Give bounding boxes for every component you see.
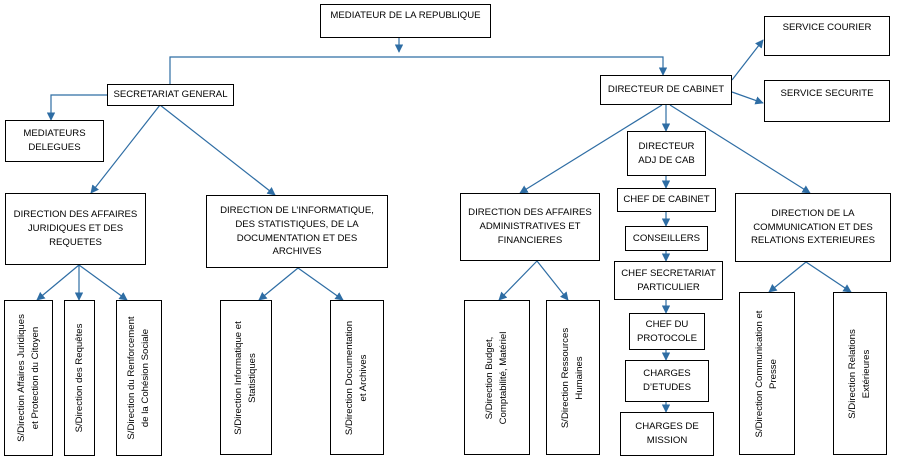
node-chef-cabinet: CHEF DE CABINET — [617, 188, 716, 212]
node-dir-communication: DIRECTION DE LA COMMUNICATION ET DES REL… — [735, 193, 891, 262]
node-dir-informatique: DIRECTION DE L’INFORMATIQUE, DES STATIST… — [206, 195, 388, 268]
node-sd-informatique: S/Direction Informatique et Statistiques — [220, 300, 272, 455]
node-sd-requetes-label: S/Direction des Requêtes — [73, 323, 85, 433]
node-dir-affaires-juridiques: DIRECTION DES AFFAIRES JURIDIQUES ET DES… — [5, 193, 146, 265]
node-directeur-adj: DIRECTEUR ADJ DE CAB — [627, 131, 706, 176]
node-sd-cohesion-label: S/Direction du Renforcement de la Cohési… — [126, 316, 151, 440]
node-secretariat-general-label: SECRETARIAT GENERAL — [113, 89, 228, 101]
connector-sg-to-delegues — [46, 94, 107, 121]
node-dir-affaires-admin-label: DIRECTION DES AFFAIRES ADMINISTRATIVES E… — [468, 207, 592, 246]
node-sd-communication-label: S/Direction Communication et Presse — [754, 310, 779, 437]
connector-cab-to-securite — [731, 91, 764, 105]
node-sd-requetes: S/Direction des Requêtes — [64, 300, 95, 456]
connector-cab-to-dir-comm — [669, 104, 811, 194]
node-mediateur: MEDIATEUR DE LA REPUBLIQUE — [320, 4, 491, 38]
node-sd-relations-label: S/Direction Relations Extérieures — [847, 328, 872, 419]
node-sd-budget: S/Direction Budget, Comptabilité, Matéri… — [464, 300, 530, 455]
connector-jur-to-sd-1 — [36, 264, 80, 301]
node-service-securite: SERVICE SECURITE — [764, 80, 890, 122]
node-charges-etudes-label: CHARGES D’ETUDES — [643, 368, 691, 393]
node-chef-protocole: CHEF DU PROTOCOLE — [629, 313, 705, 350]
connector-comm-to-sd-1 — [768, 261, 807, 293]
node-sd-communication: S/Direction Communication et Presse — [739, 292, 795, 455]
node-dir-communication-label: DIRECTION DE LA COMMUNICATION ET DES REL… — [750, 207, 876, 247]
node-chef-secretariat-label: CHEF SECRETARIAT PARTICULIER — [621, 267, 716, 293]
connector-jur-to-sd-3 — [78, 264, 128, 301]
node-dir-affaires-admin: DIRECTION DES AFFAIRES ADMINISTRATIVES E… — [460, 193, 600, 261]
node-dir-affaires-juridiques-label: DIRECTION DES AFFAIRES JURIDIQUES ET DES… — [13, 209, 138, 248]
connector-cab-to-courier — [731, 39, 764, 81]
node-sd-ressources-label: S/Direction Ressources Humaines — [560, 327, 585, 428]
node-chef-protocole-label: CHEF DU PROTOCOLE — [636, 318, 698, 344]
connector-cab-to-dir-admin — [519, 104, 663, 194]
node-charges-etudes: CHARGES D’ETUDES — [625, 360, 709, 402]
node-mediateurs-delegues-label: MEDIATEURS DELEGUES — [23, 128, 86, 153]
node-directeur-cabinet-label: DIRECTEUR DE CABINET — [607, 84, 725, 96]
node-chef-cabinet-label: CHEF DE CABINET — [623, 194, 710, 206]
node-chef-secretariat: CHEF SECRETARIAT PARTICULIER — [614, 261, 723, 300]
connector-comm-to-sd-2 — [805, 261, 852, 293]
node-dir-informatique-label: DIRECTION DE L’INFORMATIQUE, DES STATIST… — [220, 204, 374, 258]
node-sd-documentation-label: S/Direction Documentation et Archives — [344, 320, 369, 435]
node-mediateur-label: MEDIATEUR DE LA REPUBLIQUE — [330, 10, 481, 21]
node-sd-relations: S/Direction Relations Extérieures — [833, 292, 887, 455]
connector-admin-to-sd-2 — [536, 260, 569, 301]
connector-sg-to-dir-juridiques — [90, 104, 161, 194]
node-sd-ressources: S/Direction Ressources Humaines — [546, 300, 600, 455]
node-service-courier: SERVICE COURIER — [764, 16, 890, 56]
node-sd-documentation: S/Direction Documentation et Archives — [330, 300, 384, 455]
connector-sg-to-dir-informatique — [159, 104, 276, 196]
node-conseillers-label: CONSEILLERS — [632, 232, 701, 244]
node-charges-mission: CHARGES DE MISSION — [620, 412, 714, 456]
connector-admin-to-sd-1 — [498, 260, 538, 301]
node-service-securite-label: SERVICE SECURITE — [780, 88, 874, 99]
node-directeur-adj-label: DIRECTEUR ADJ DE CAB — [638, 140, 695, 166]
node-conseillers: CONSEILLERS — [625, 226, 708, 251]
node-sd-cohesion: S/Direction du Renforcement de la Cohési… — [116, 300, 162, 456]
node-sd-informatique-label: S/Direction Informatique et Statistiques — [233, 320, 258, 435]
node-mediateurs-delegues: MEDIATEURS DELEGUES — [5, 120, 104, 162]
connector-top-bus — [169, 56, 668, 84]
connector-info-to-sd-2 — [297, 267, 344, 301]
node-secretariat-general: SECRETARIAT GENERAL — [107, 84, 234, 106]
connector-info-to-sd-1 — [258, 267, 299, 301]
node-service-courier-label: SERVICE COURIER — [782, 22, 872, 33]
node-sd-affaires-juridiques: S/Direction Affaires Juridiques et Prote… — [4, 300, 53, 456]
node-sd-budget-label: S/Direction Budget, Comptabilité, Matéri… — [484, 331, 509, 424]
node-sd-affaires-juridiques-label: S/Direction Affaires Juridiques et Prote… — [15, 314, 41, 442]
node-directeur-cabinet: DIRECTEUR DE CABINET — [600, 75, 732, 105]
node-charges-mission-label: CHARGES DE MISSION — [635, 421, 699, 446]
